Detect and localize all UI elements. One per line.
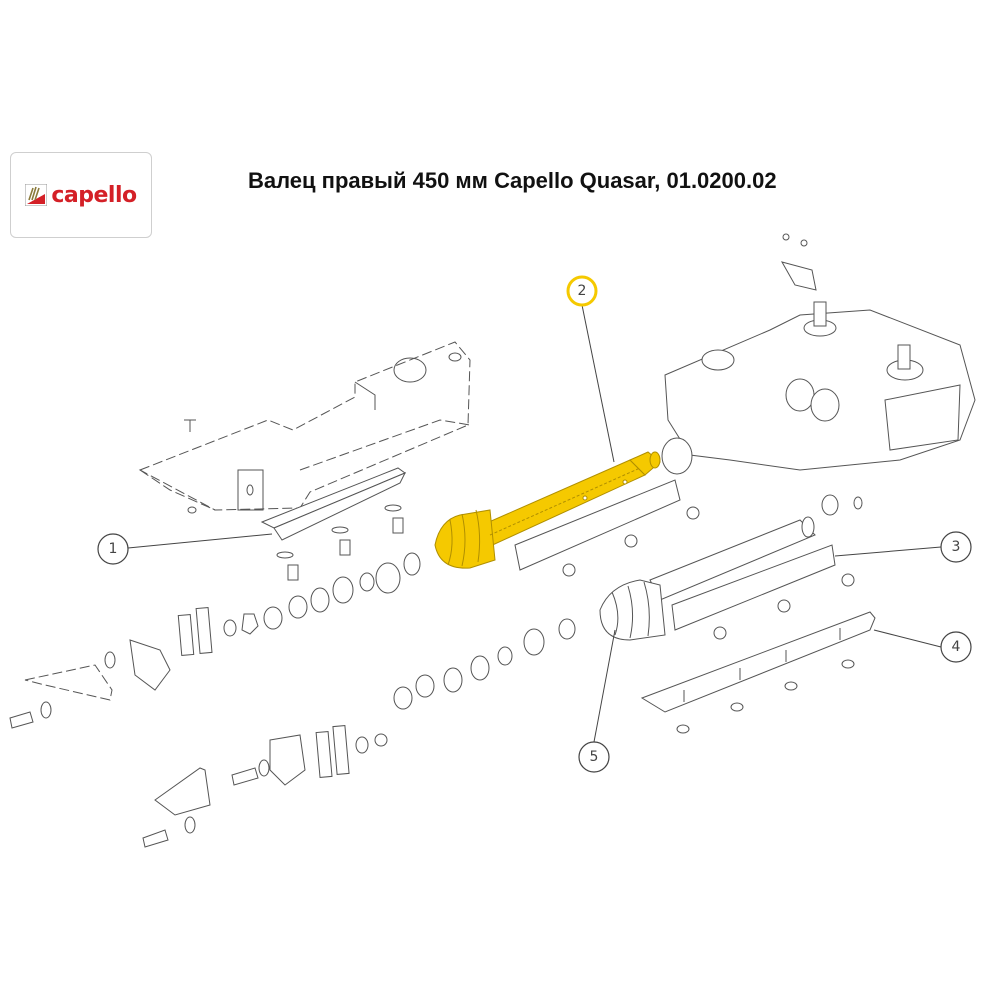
logo-text: capello xyxy=(51,182,137,208)
callout-4[interactable]: 4 xyxy=(873,629,972,663)
gearbox-assembly xyxy=(661,233,976,475)
upper-knife-bar xyxy=(514,479,681,571)
callout-5[interactable]: 5 xyxy=(578,629,616,773)
part-3-knife-bar xyxy=(671,544,836,631)
callout-4-label: 4 xyxy=(952,639,961,655)
upper-hardware-row xyxy=(223,504,421,637)
callout-3-label: 3 xyxy=(952,539,961,555)
page-title: Валец правый 450 мм Capello Quasar, 01.0… xyxy=(248,168,777,193)
callout-2-label: 2 xyxy=(578,283,587,299)
lower-hardware xyxy=(393,494,863,734)
callout-1-label: 1 xyxy=(109,541,118,557)
callout-3-circle[interactable] xyxy=(940,531,972,563)
part-5-left-roller xyxy=(599,516,816,641)
callout-4-circle[interactable] xyxy=(940,631,972,663)
part-1-guide-rail xyxy=(260,467,407,541)
logo-wheat-icon xyxy=(24,183,48,207)
part-2-right-roller-highlighted xyxy=(434,451,661,569)
callout-5-label: 5 xyxy=(590,749,599,765)
frame-plate xyxy=(138,341,471,514)
brand-logo: capello xyxy=(10,152,152,238)
callout-2[interactable]: 2 xyxy=(566,275,615,463)
left-bracket-lower xyxy=(142,725,388,848)
left-bracket-upper xyxy=(9,607,213,729)
callout-1-circle[interactable] xyxy=(97,533,129,565)
callout-5-circle[interactable] xyxy=(578,741,610,773)
callout-2-circle[interactable] xyxy=(566,275,598,307)
callout-1[interactable]: 1 xyxy=(97,533,273,565)
part-4-scraper-bar xyxy=(640,611,876,713)
callout-3[interactable]: 3 xyxy=(834,531,972,563)
